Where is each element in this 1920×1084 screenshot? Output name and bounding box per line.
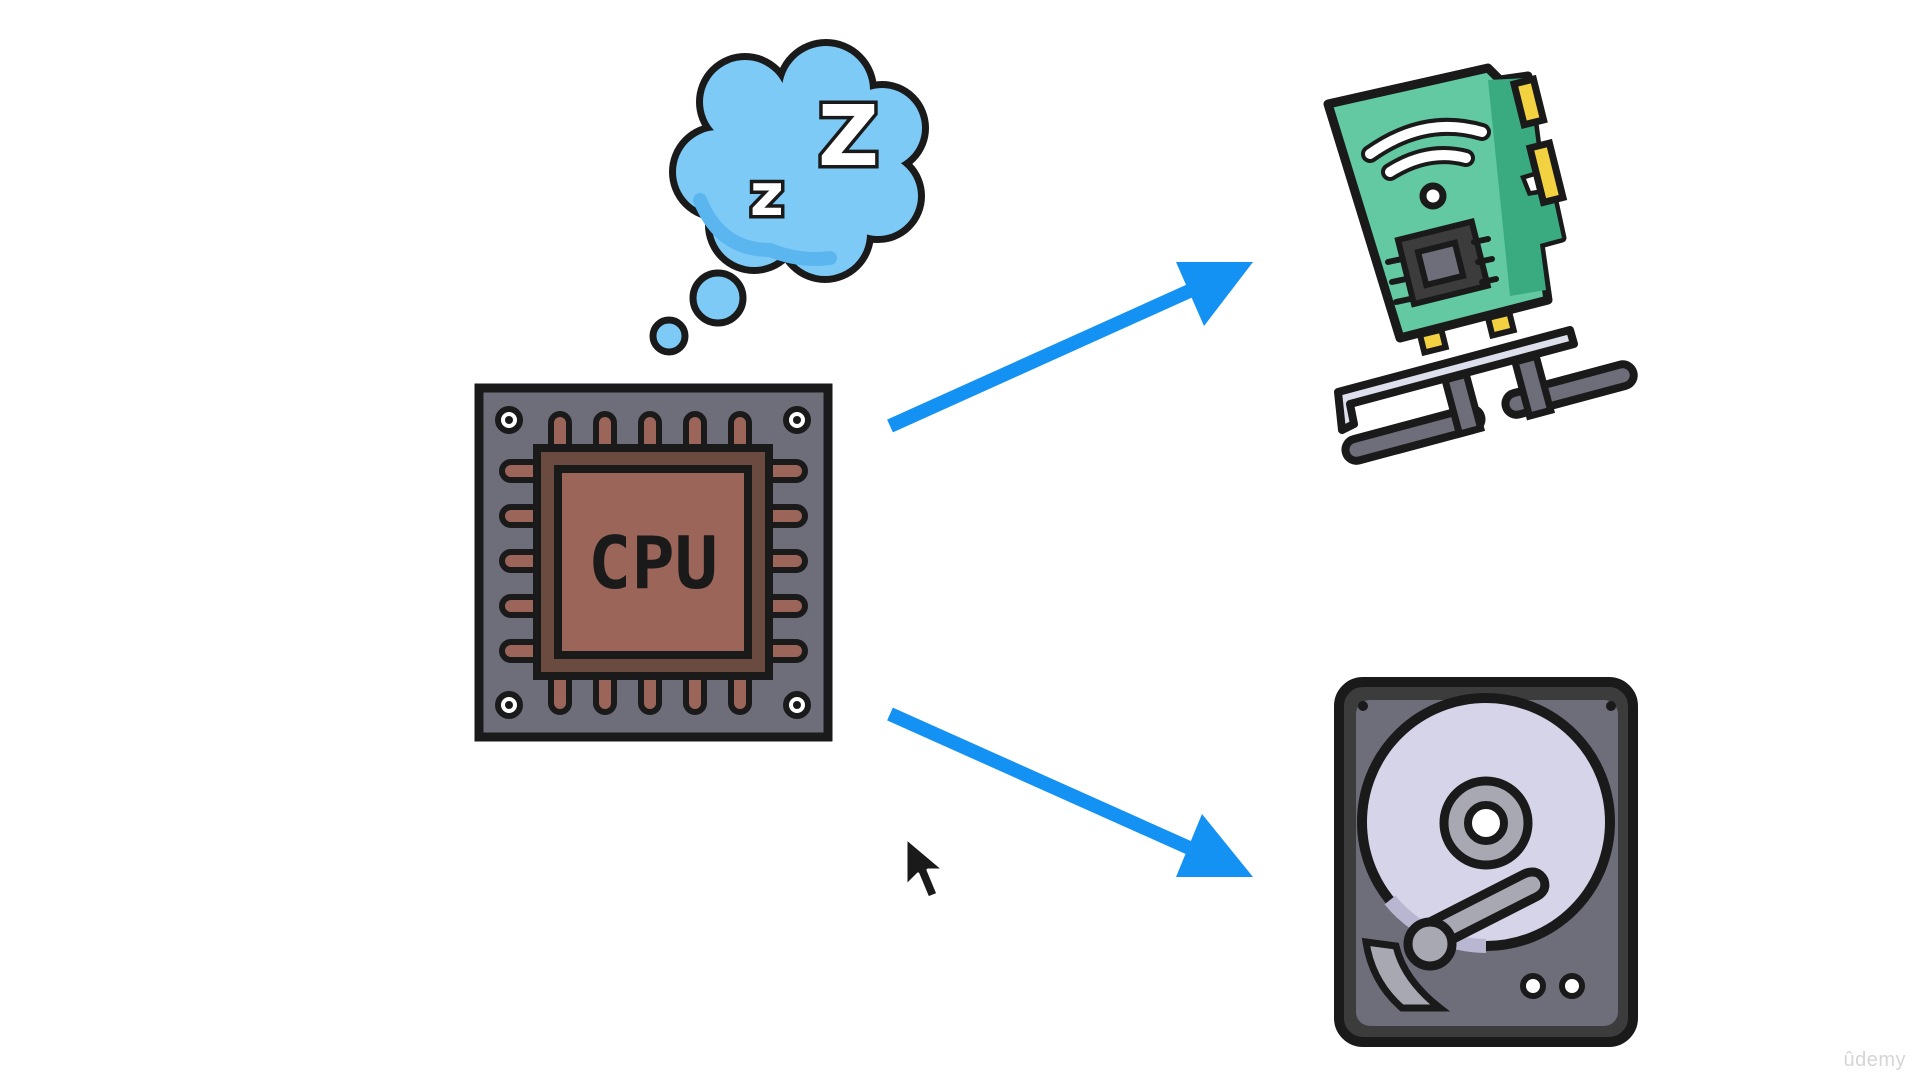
hdd-screws — [1358, 701, 1616, 711]
card-bracket — [1334, 326, 1578, 434]
hard-drive-icon — [1334, 677, 1638, 1047]
mouse-cursor-icon — [904, 836, 946, 900]
gold-contact-1 — [1509, 74, 1548, 129]
watermark-text: ûdemy — [1843, 1049, 1906, 1071]
wifi-network-card-icon — [1323, 63, 1638, 465]
sleep-cloud-icon: Z z — [649, 39, 929, 356]
arrow-to-hard-drive — [887, 707, 1253, 877]
sleep-small-z: z — [750, 161, 784, 229]
hdd-bottom-screws — [1520, 973, 1585, 999]
wifi-icon — [1361, 117, 1491, 181]
sleep-big-z: Z — [818, 87, 879, 185]
cpu-chip-icon: CPU — [474, 383, 833, 742]
gold-contact-2 — [1525, 138, 1568, 207]
thought-bubble-medium — [689, 269, 747, 327]
card-chip — [1394, 217, 1492, 308]
cpu-die — [554, 465, 752, 659]
hdd-arm-pivot — [1403, 917, 1457, 971]
arrow-to-network-card — [887, 262, 1253, 433]
thought-bubble-small — [649, 316, 689, 356]
cloud-body — [669, 39, 929, 283]
cpu-label: CPU — [588, 521, 718, 605]
